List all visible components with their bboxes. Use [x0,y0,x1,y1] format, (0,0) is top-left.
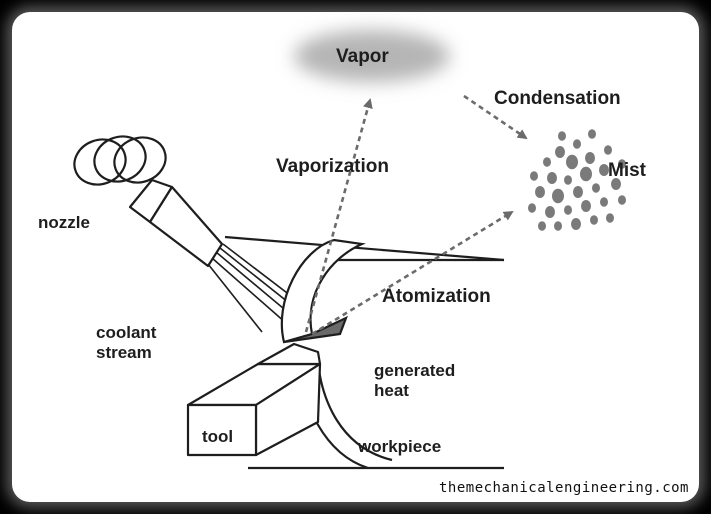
vaporization-arrow [304,98,373,333]
mist-droplet [600,197,608,207]
vapor-cloud [294,30,450,82]
chip [280,238,366,344]
mist-droplet [618,159,626,169]
mist-droplet [585,152,595,164]
mist-droplet [528,203,536,213]
watermark: themechanicalengineering.com [438,480,689,496]
mist-droplet [558,131,566,141]
mist-droplet [604,145,612,155]
mist-droplet [573,186,583,198]
mist-droplet [581,200,591,212]
mist-droplet [566,154,578,170]
mist-droplet [573,139,581,149]
coolant-stream-label-line2: stream [96,343,152,362]
mist-droplet [555,146,565,158]
mist-droplet [564,175,572,185]
mist-droplet [580,166,592,182]
condensation-label: Condensation [494,88,621,109]
mist-droplet [588,129,596,139]
mist-droplet [543,157,551,167]
mist-droplet [538,221,546,231]
mist-droplet [611,178,621,190]
tool-label: tool [202,427,233,446]
nozzle-label: nozzle [38,213,90,232]
mist-droplet [547,172,557,184]
mist-droplet [545,206,555,218]
generated-heat-label-line2: heat [374,381,409,400]
mist-droplet [606,213,614,223]
diagram-panel: Vapor Condensation Mist Vaporization noz… [12,12,699,502]
tool-shape [186,342,322,457]
mist-droplet [564,205,572,215]
mist-droplets [528,129,626,231]
vaporization-label: Vaporization [276,156,389,177]
mist-label: Mist [608,160,647,181]
coolant-stream-label-line1: coolant [96,323,157,342]
mist-droplet [535,186,545,198]
mist-droplet [552,188,564,204]
nozzle-body [128,178,224,268]
mist-droplet [571,218,581,230]
vapor-label: Vapor [336,46,389,67]
process-arrows [304,94,528,336]
mist-droplet [554,221,562,231]
mist-droplet [592,183,600,193]
nozzle-coil [73,135,167,186]
coolant-mist-diagram: Vapor Condensation Mist Vaporization noz… [38,30,647,470]
generated-heat-label-line1: generated [374,361,455,380]
mist-droplet [599,164,609,176]
condensation-arrow [463,94,528,140]
mist-droplet [618,195,626,205]
workpiece-label: workpiece [357,437,441,456]
atomization-arrow [311,210,514,336]
mist-droplet [590,215,598,225]
mist-droplet [530,171,538,181]
atomization-label: Atomization [382,286,491,307]
